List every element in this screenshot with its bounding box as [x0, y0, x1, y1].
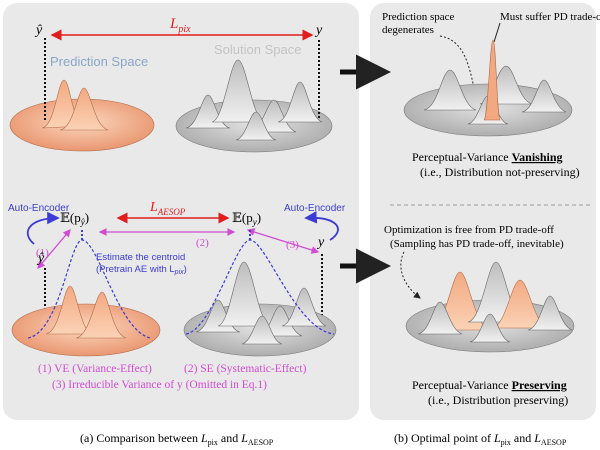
lpix-label: Lpix [169, 16, 191, 35]
right-bottom-gray-peak-4 [469, 313, 511, 343]
auto-encoder-left-label: Auto-Encoder [8, 203, 70, 214]
right-bottom-gray-peak-3 [417, 301, 463, 335]
estimate-line1: Estimate the centroid [96, 252, 185, 263]
expectation-y-label: 𝔼(py) [232, 210, 261, 227]
sampling-label: (Sampling has PD trade-off, inevitable) [390, 238, 564, 250]
irreducible-text: (3) Irreducible Variance of y (Omitted i… [52, 379, 267, 391]
right-bottom-gray-peak-2 [527, 295, 573, 331]
pv-vanishing-label: Perceptual-Variance Vanishing [412, 150, 563, 164]
auto-encoder-right-label: Auto-Encoder [284, 203, 346, 214]
caption-a: (a) Comparison between Lpix and LAESOP [80, 431, 274, 447]
solution-space-label: Solution Space [214, 42, 301, 57]
centroid-curve-sol [185, 239, 335, 335]
must-suffer-pointer [493, 22, 501, 43]
y-top-label: y [314, 23, 323, 38]
n1-label: (1) [36, 247, 49, 259]
pred-degenerates-line1: Prediction space [382, 11, 455, 23]
auto-encoder-right-arrow [304, 211, 339, 241]
must-suffer-label: Must suffer PD trade-off [500, 11, 600, 23]
se-text: (2) SE (Systematic-Effect) [184, 363, 307, 375]
prediction-space-label: Prediction Space [50, 54, 148, 69]
pred-degenerates-line2: degenerates [382, 24, 434, 36]
yhat-top-label: ŷ [34, 23, 43, 38]
y-bottom-label: y [316, 235, 325, 250]
solution-peak-5 [235, 111, 277, 141]
ve-arrow [37, 229, 71, 269]
pv-vanishing-ie: (i.e., Distribution not-preserving) [420, 165, 580, 179]
caption-b: (b) Optimal point of Lpix and LAESOP [394, 431, 567, 447]
auto-encoder-left-arrow [27, 211, 60, 245]
solution-peak-4 [277, 81, 323, 123]
degenerate-spike [483, 39, 501, 121]
degenerate-pointer [439, 35, 481, 113]
opt-free-label: Optimization is free from PD trade-off [384, 224, 554, 236]
pv-preserving-label: Perceptual-Variance Preserving [412, 378, 567, 392]
expectation-pred-label: 𝔼(pŷ) [60, 210, 89, 227]
opt-pointer [400, 251, 421, 299]
right-top-peak-3 [521, 79, 567, 113]
estimate-line2: (Pretrain AE with Lpix) [96, 264, 187, 276]
ve-text: (1) VE (Variance-Effect) [38, 363, 152, 375]
irreducible-arrow [246, 228, 320, 254]
solution-bottom-peak-4 [281, 287, 327, 327]
laesop-label: LAESOP [149, 200, 186, 217]
prediction-bottom-peak-2 [75, 291, 127, 339]
solution-bottom-peak-5 [241, 315, 283, 345]
right-top-peak-1 [423, 69, 477, 111]
n3-label: (3) [286, 239, 299, 251]
n2-label: (2) [196, 237, 209, 249]
yhat-bottom-label: ŷ [36, 251, 45, 266]
prediction-bottom-peak-1 [45, 285, 93, 335]
right-panel [370, 3, 596, 420]
prediction-peak-right [59, 87, 109, 131]
pv-preserving-ie: (i.e., Distribution preserving) [428, 393, 568, 407]
